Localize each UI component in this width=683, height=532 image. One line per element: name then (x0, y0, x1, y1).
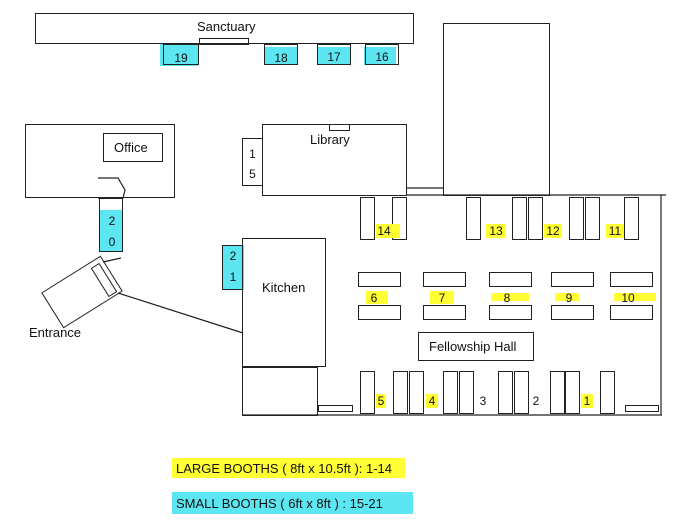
booth-14-table-a (360, 197, 375, 240)
booth-4-label: 4 (428, 394, 436, 408)
booth-12-label: 12 (546, 224, 560, 238)
booth-9-label: 9 (565, 291, 573, 305)
booth-19-highlight (160, 44, 198, 66)
sanctuary-building (35, 13, 414, 44)
booth-10-label: 10 (621, 291, 635, 305)
kitchen-lower-block (242, 367, 318, 416)
sanctuary-label: Sanctuary (197, 19, 256, 34)
booth-14-table-b (392, 197, 407, 240)
booth-3-table-a (443, 371, 458, 414)
island-table-9-bottom (551, 305, 594, 320)
booth-21-label-top: 2 (229, 249, 237, 263)
booth-6-label: 6 (370, 291, 378, 305)
booth-13-table (466, 197, 481, 240)
island-table-7-bottom (423, 305, 466, 320)
booth-2-table-a (498, 371, 513, 414)
island-table-6-bottom (358, 305, 401, 320)
booth-20 (99, 198, 123, 252)
fellowship-hall-label-box (418, 332, 534, 361)
booth-1-table-b (565, 371, 580, 414)
legend-large-booths: LARGE BOOTHS ( 8ft x 10.5ft ): 1-14 (172, 458, 405, 478)
booth-16 (365, 44, 399, 65)
booth-3-table-b (459, 371, 474, 414)
booth-17-label: 17 (327, 50, 341, 64)
booth-13-highlight (486, 224, 506, 238)
booth-5-table (360, 371, 375, 414)
legend-small-text: SMALL BOOTHS ( 6ft x 8ft ) : 15-21 (176, 495, 383, 511)
fellowship-hall-label: Fellowship Hall (429, 339, 517, 354)
island-table-10-bottom (610, 305, 653, 320)
booth-11-table-a (569, 197, 584, 240)
entrance-label: Entrance (29, 325, 82, 340)
booth-2-label: 2 (532, 394, 540, 408)
booth-14-highlight (376, 224, 400, 238)
office-label: Office (114, 140, 148, 155)
booth-19-label: 19 (174, 51, 188, 65)
booth-1-label: 1 (583, 394, 591, 408)
booth-11-label: 11 (608, 224, 622, 238)
booth-1-table-c (600, 371, 615, 414)
sanctuary-doorway (199, 38, 249, 45)
bench-left (318, 405, 353, 412)
booth-4-table-b (409, 371, 424, 414)
booth-11-table-c (624, 197, 639, 240)
booth-8-highlight (491, 293, 529, 301)
booth-12-table-b (528, 197, 543, 240)
bench-right (625, 405, 659, 412)
booth-20-highlight (99, 210, 123, 252)
booth-20-label-top: 2 (108, 214, 116, 228)
booth-6-highlight (366, 291, 388, 304)
booth-19 (163, 44, 199, 65)
booth-10-highlight (614, 293, 656, 301)
island-table-8-bottom (489, 305, 532, 320)
booth-16-label: 16 (375, 50, 389, 64)
island-table-6-top (358, 272, 401, 287)
legend-large-text: LARGE BOOTHS ( 8ft x 10.5ft ): 1-14 (176, 460, 393, 476)
kitchen-building (242, 238, 326, 367)
booth-15-label-top: 1 (249, 147, 256, 161)
library-label: Library (310, 132, 350, 147)
booth-3-label: 3 (479, 394, 487, 408)
island-table-7-top (423, 272, 466, 287)
booth-15-label-bottom: 5 (249, 167, 256, 181)
booth-15 (242, 138, 263, 186)
booth-21-label-bottom: 1 (229, 270, 237, 284)
kitchen-label: Kitchen (262, 280, 306, 295)
booth-12-table-a (512, 197, 527, 240)
booth-17-highlight (318, 47, 350, 65)
legend-small-booths: SMALL BOOTHS ( 6ft x 8ft ) : 15-21 (172, 492, 413, 514)
tall-building (443, 23, 550, 196)
booth-7-highlight (430, 291, 454, 304)
booth-14-label: 14 (377, 224, 391, 238)
booth-18-highlight (264, 47, 298, 65)
office-room (103, 133, 163, 162)
booth-21-highlight (222, 245, 244, 290)
booth-11-highlight (606, 224, 624, 238)
booth-17 (317, 44, 351, 65)
booth-7-label: 7 (438, 291, 446, 305)
booth-13-label: 13 (489, 224, 503, 238)
island-table-10-top (610, 272, 653, 287)
booth-16-highlight (364, 47, 396, 65)
island-table-8-top (489, 272, 532, 287)
booth-11-table-b (585, 197, 600, 240)
library-notch (329, 124, 350, 131)
booth-4-highlight (426, 394, 438, 408)
booth-1-highlight (581, 394, 593, 408)
island-table-9-top (551, 272, 594, 287)
booth-20-label-bottom: 0 (108, 235, 116, 249)
office-building (25, 124, 175, 198)
booth-2-table-b (514, 371, 529, 414)
booth-12-highlight (544, 224, 562, 238)
booth-21 (222, 245, 243, 290)
booth-5-label: 5 (377, 394, 385, 408)
booth-18 (264, 44, 298, 65)
booth-5-highlight (376, 394, 386, 408)
booth-1-table-a (550, 371, 565, 414)
booth-4-table-a (393, 371, 408, 414)
booth-8-label: 8 (503, 291, 511, 305)
booth-9-highlight (555, 293, 579, 301)
booth-18-label: 18 (274, 51, 288, 65)
